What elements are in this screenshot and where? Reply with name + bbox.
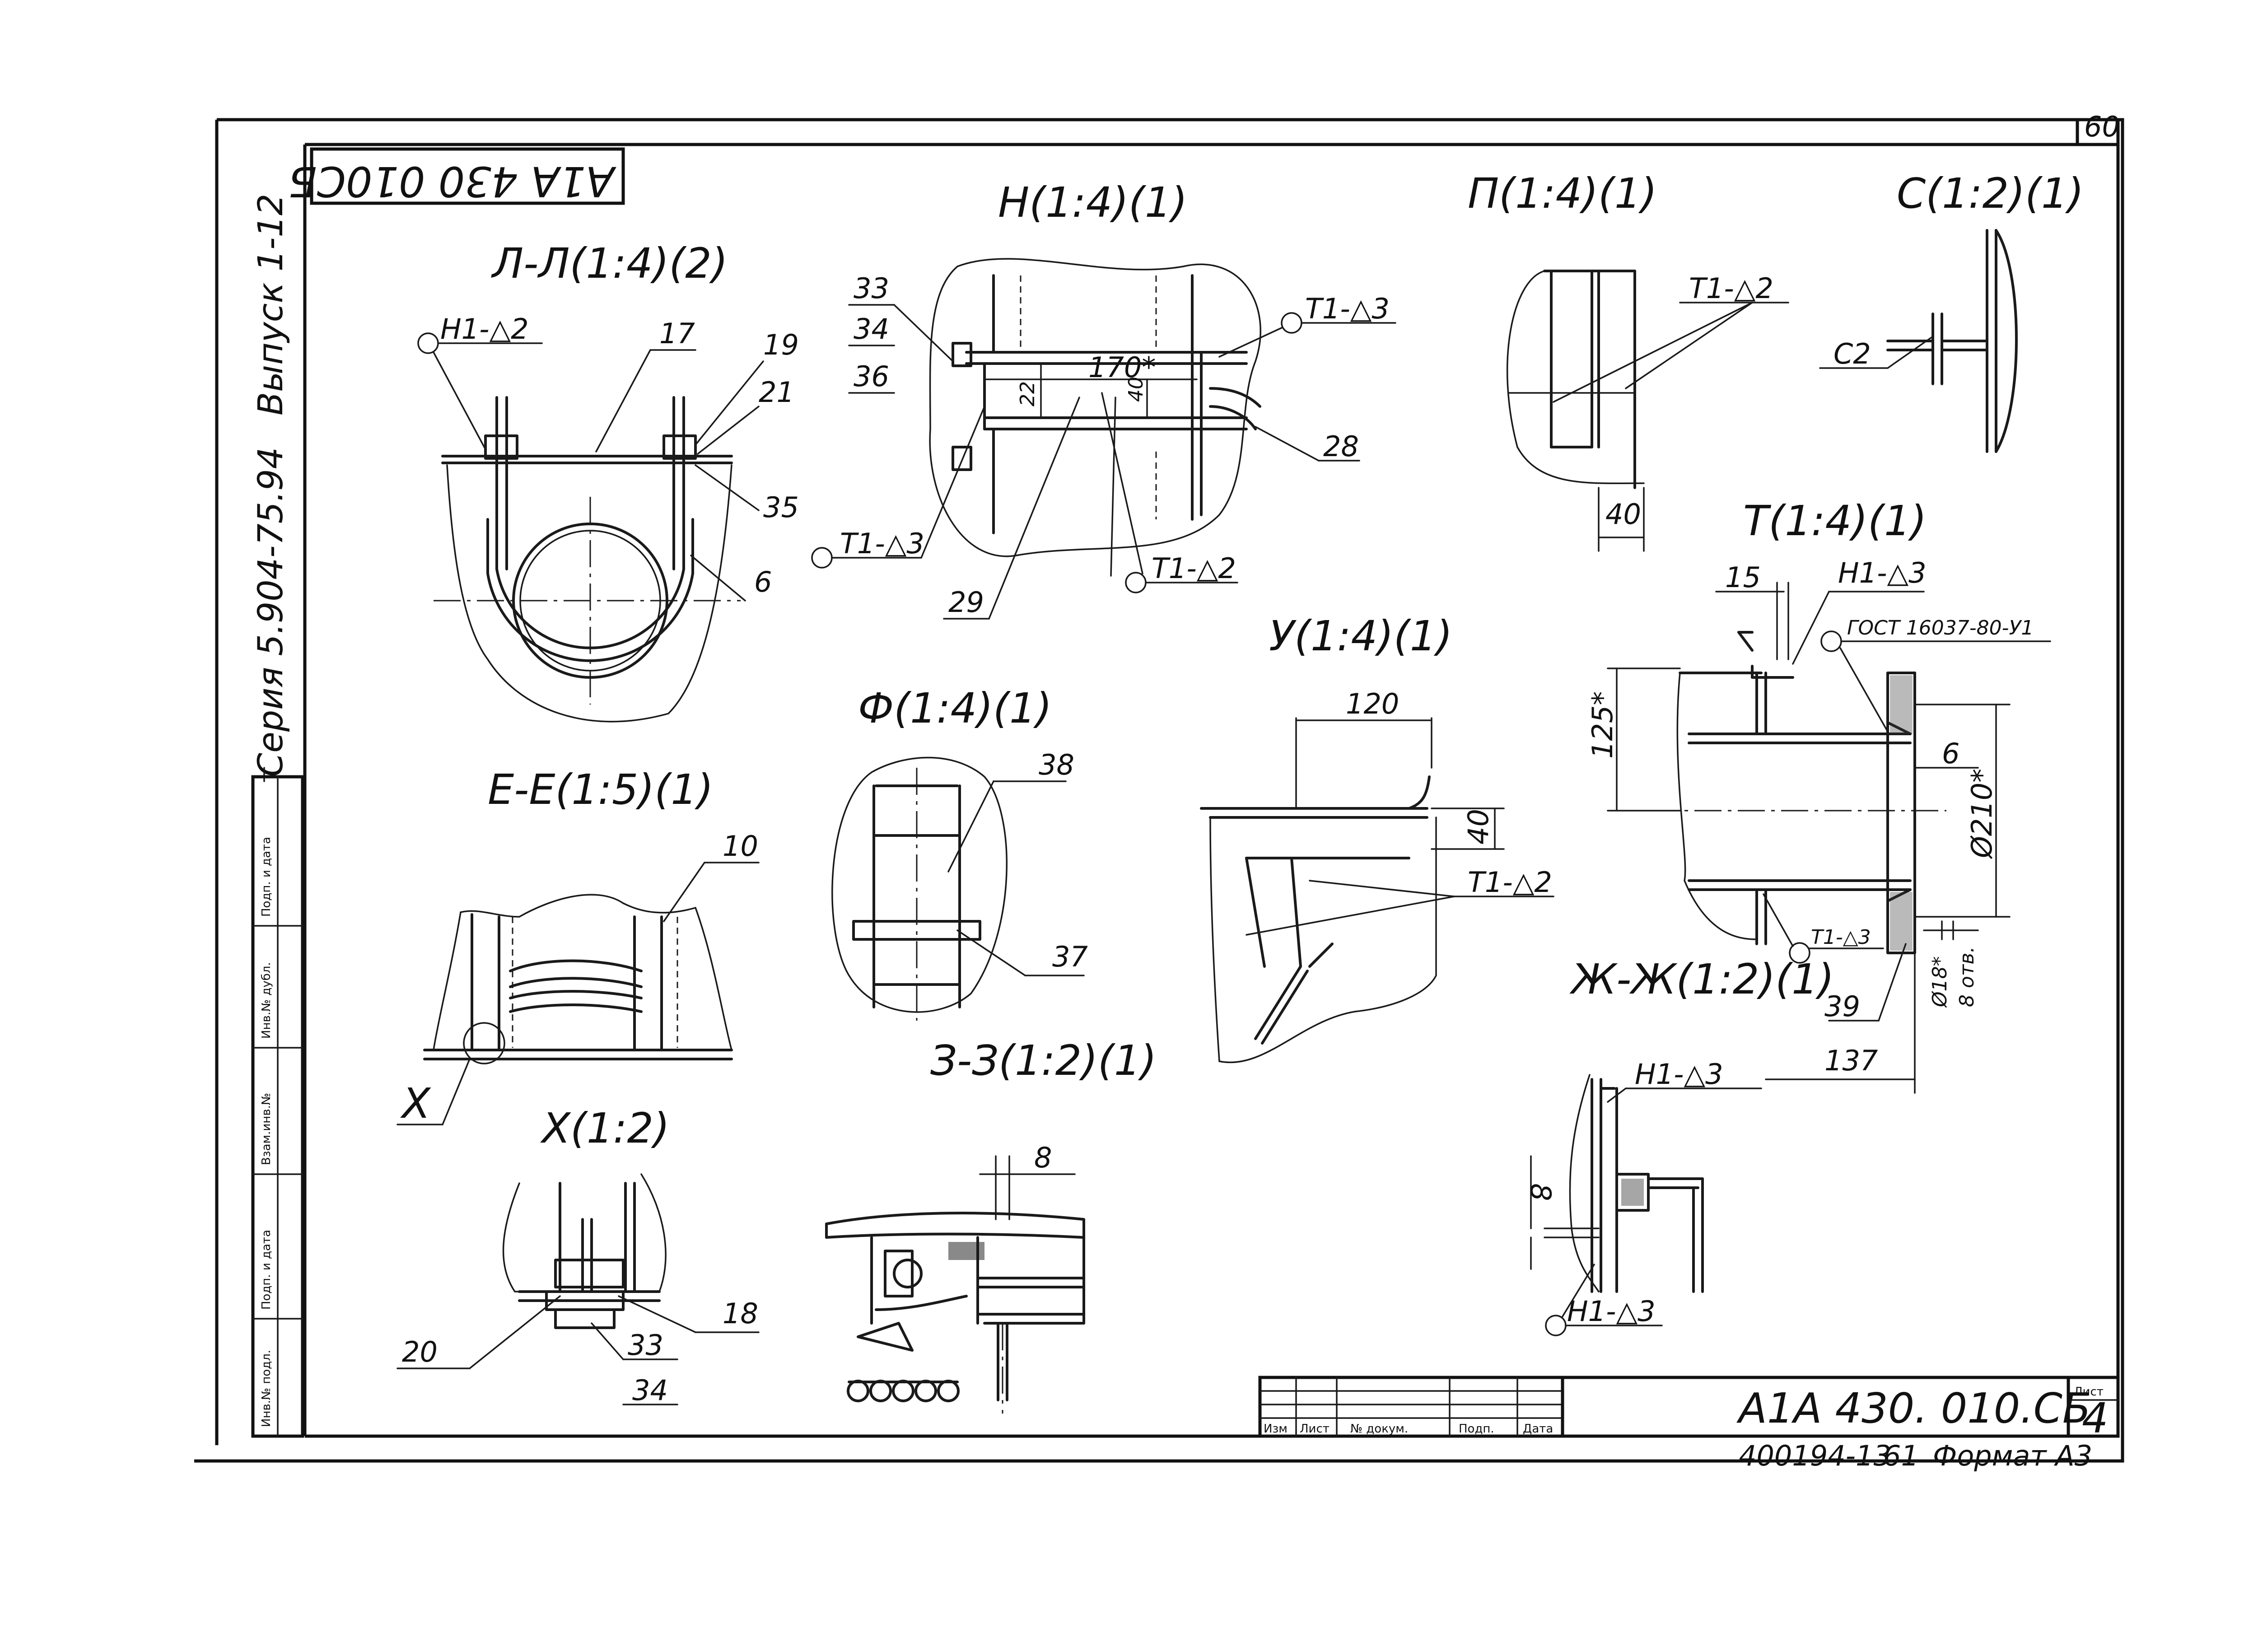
view-T-title: Т(1:4)(1) xyxy=(1743,497,1927,545)
view-Y-title: У(1:4)(1) xyxy=(1269,612,1452,660)
footer-num: 61 xyxy=(1883,1439,1919,1472)
stamp-cell-3: Взам.инв.№ xyxy=(260,1093,273,1165)
view-F-callout-38: 38 xyxy=(1039,748,1074,781)
view-F: Ф(1:4)(1) 38 37 xyxy=(831,684,1088,1021)
left-margin-text: Серия 5.904-75.94 Выпуск 1-12 xyxy=(250,194,290,782)
view-ZhZh-weld-top: Н1-△3 xyxy=(1635,1058,1723,1091)
view-H-weld-c: Т1-△2 xyxy=(1152,552,1236,585)
tb-col-list: Лист xyxy=(1300,1422,1330,1436)
view-T: Т(1:4)(1) 15 Н1-△3 ГОСТ 16037-80-У1 xyxy=(1586,497,2051,1094)
view-P-weld: Т1-△2 xyxy=(1689,272,1773,305)
view-H-stack-34: 34 xyxy=(854,313,889,345)
series-text: Серия 5.904-75.94 xyxy=(250,447,290,777)
tb-col-date: Дата xyxy=(1523,1422,1553,1436)
view-LL-weld: Н1-△2 xyxy=(440,313,529,345)
doc-code: А1А 430. 010.СБ xyxy=(1736,1384,2091,1433)
view-X-callout-34: 34 xyxy=(632,1374,668,1407)
view-X-title: Х(1:2) xyxy=(540,1104,670,1153)
title-block: Изм Лист № докум. Подп. Дата А1А 430. 01… xyxy=(1258,1376,2120,1442)
view-T-dim-210: Ø210* xyxy=(1965,769,1998,859)
view-P-title: П(1:4)(1) xyxy=(1468,169,1657,218)
view-LL-callout-17: 17 xyxy=(659,317,695,350)
view-H-weld-a: Т1-△3 xyxy=(1305,292,1390,325)
sheet-number: 4 xyxy=(2082,1394,2109,1442)
view-T-weld-top: Н1-△3 xyxy=(1838,556,1927,589)
view-Y-dim-120: 120 xyxy=(1346,687,1399,720)
view-T-dim-6: 6 xyxy=(1942,737,1959,770)
rotated-code-box: А1А 430 010СБ xyxy=(289,147,625,205)
view-C-weld: С2 xyxy=(1833,337,1871,370)
footer: 400194-13 61 Формат А3 xyxy=(1739,1439,2092,1472)
stamp-cell-1: Инв.№ подл. xyxy=(260,1350,273,1427)
view-P-dim: 40 xyxy=(1605,498,1641,531)
format-text: Формат А3 xyxy=(1933,1439,2092,1472)
issue-text: Выпуск 1-12 xyxy=(250,194,290,415)
view-T-callout-39: 39 xyxy=(1824,990,1860,1023)
view-ZhZh-dim-8: 8 xyxy=(1524,1183,1557,1201)
view-T-dim-137: 137 xyxy=(1824,1044,1878,1077)
tb-col-doc: № докум. xyxy=(1350,1422,1408,1436)
view-T-dim-15: 15 xyxy=(1725,561,1761,594)
view-C-title: С(1:2)(1) xyxy=(1897,169,2084,218)
view-T-weld-bottom: Т1-△3 xyxy=(1811,926,1871,949)
view-H-stack-36: 36 xyxy=(854,360,889,393)
view-ZZ-title: З-З(1:2)(1) xyxy=(930,1036,1157,1085)
view-H-dim-22: 22 xyxy=(1016,381,1039,406)
view-EE-detail-X: Х xyxy=(400,1079,431,1128)
view-LL: Л-Л(1:4)(2) Н1-△2 17 19 21 35 xyxy=(417,239,799,723)
side-stamp: Инв.№ подл. Подп. и дата Взам.инв.№ Инв.… xyxy=(251,775,304,1438)
view-Y: У(1:4)(1) 120 40 Т1-△2 xyxy=(1200,612,1554,1064)
view-H-title: Н(1:4)(1) xyxy=(998,178,1187,227)
stamp-cell-2: Подп. и дата xyxy=(260,1230,273,1310)
view-EE: Е-Е(1:5)(1) 10 Х xyxy=(397,765,760,1128)
view-ZZ-dim-8: 8 xyxy=(1034,1141,1052,1174)
stamp-cell-5: Подп. и дата xyxy=(260,837,273,917)
view-P: П(1:4)(1) Т1-△2 40 xyxy=(1468,169,1789,552)
view-X-callout-18: 18 xyxy=(723,1297,758,1330)
view-LL-callout-35: 35 xyxy=(763,491,799,524)
tb-col-izm: Изм xyxy=(1264,1422,1288,1436)
view-LL-callout-21: 21 xyxy=(759,376,794,409)
view-ZZ: З-З(1:2)(1) 8 xyxy=(825,1036,1157,1414)
view-H-dim-40: 40 xyxy=(1124,377,1148,402)
view-H-stack-33: 33 xyxy=(854,272,889,305)
view-F-title: Ф(1:4)(1) xyxy=(858,684,1052,733)
view-T-dim-18: Ø18* xyxy=(1928,956,1951,1008)
view-H-dim-170: 170* xyxy=(1088,351,1156,384)
view-Y-dim-40: 40 xyxy=(1462,809,1495,845)
view-EE-callout-10: 10 xyxy=(723,830,758,863)
view-LL-callout-19: 19 xyxy=(763,328,799,361)
view-EE-title: Е-Е(1:5)(1) xyxy=(488,765,714,814)
view-T-gost: ГОСТ 16037-80-У1 xyxy=(1847,616,2034,639)
view-H-callout-29: 29 xyxy=(948,586,984,619)
view-T-holes: 8 отв. xyxy=(1955,947,1978,1007)
view-LL-callout-6: 6 xyxy=(754,565,772,598)
sheet-label: Лист xyxy=(2074,1385,2104,1399)
tb-col-sign: Подп. xyxy=(1459,1422,1494,1436)
view-H: Н(1:4)(1) 33 34 36 170* 22 40 xyxy=(811,178,1396,620)
view-ZhZh-weld-bottom: Н1-△3 xyxy=(1567,1295,1656,1328)
view-ZhZh-title: Ж-Ж(1:2)(1) xyxy=(1569,955,1834,1003)
view-ZhZh: Ж-Ж(1:2)(1) Н1-△3 8 Н1-△3 xyxy=(1524,955,1834,1336)
view-H-callout-28: 28 xyxy=(1323,430,1359,463)
doc-code-rotated: А1А 430 010СБ xyxy=(289,157,616,205)
view-Y-weld: Т1-△2 xyxy=(1468,866,1552,899)
footer-code: 400194-13 xyxy=(1739,1439,1891,1472)
view-H-weld-b: Т1-△3 xyxy=(840,527,924,560)
stamp-cell-4: Инв.№ дубл. xyxy=(260,962,273,1039)
sheet-frame: 60 xyxy=(194,110,2124,1463)
view-X-callout-33: 33 xyxy=(628,1329,663,1362)
view-F-callout-37: 37 xyxy=(1052,940,1088,973)
view-X: Х(1:2) 20 18 33 34 xyxy=(397,1104,760,1407)
view-C: С(1:2)(1) С2 xyxy=(1819,169,2084,453)
page-number: 60 xyxy=(2084,110,2120,143)
view-T-dim-125: 125* xyxy=(1586,691,1619,759)
view-LL-title: Л-Л(1:4)(2) xyxy=(491,239,728,288)
view-X-callout-20: 20 xyxy=(402,1335,438,1368)
